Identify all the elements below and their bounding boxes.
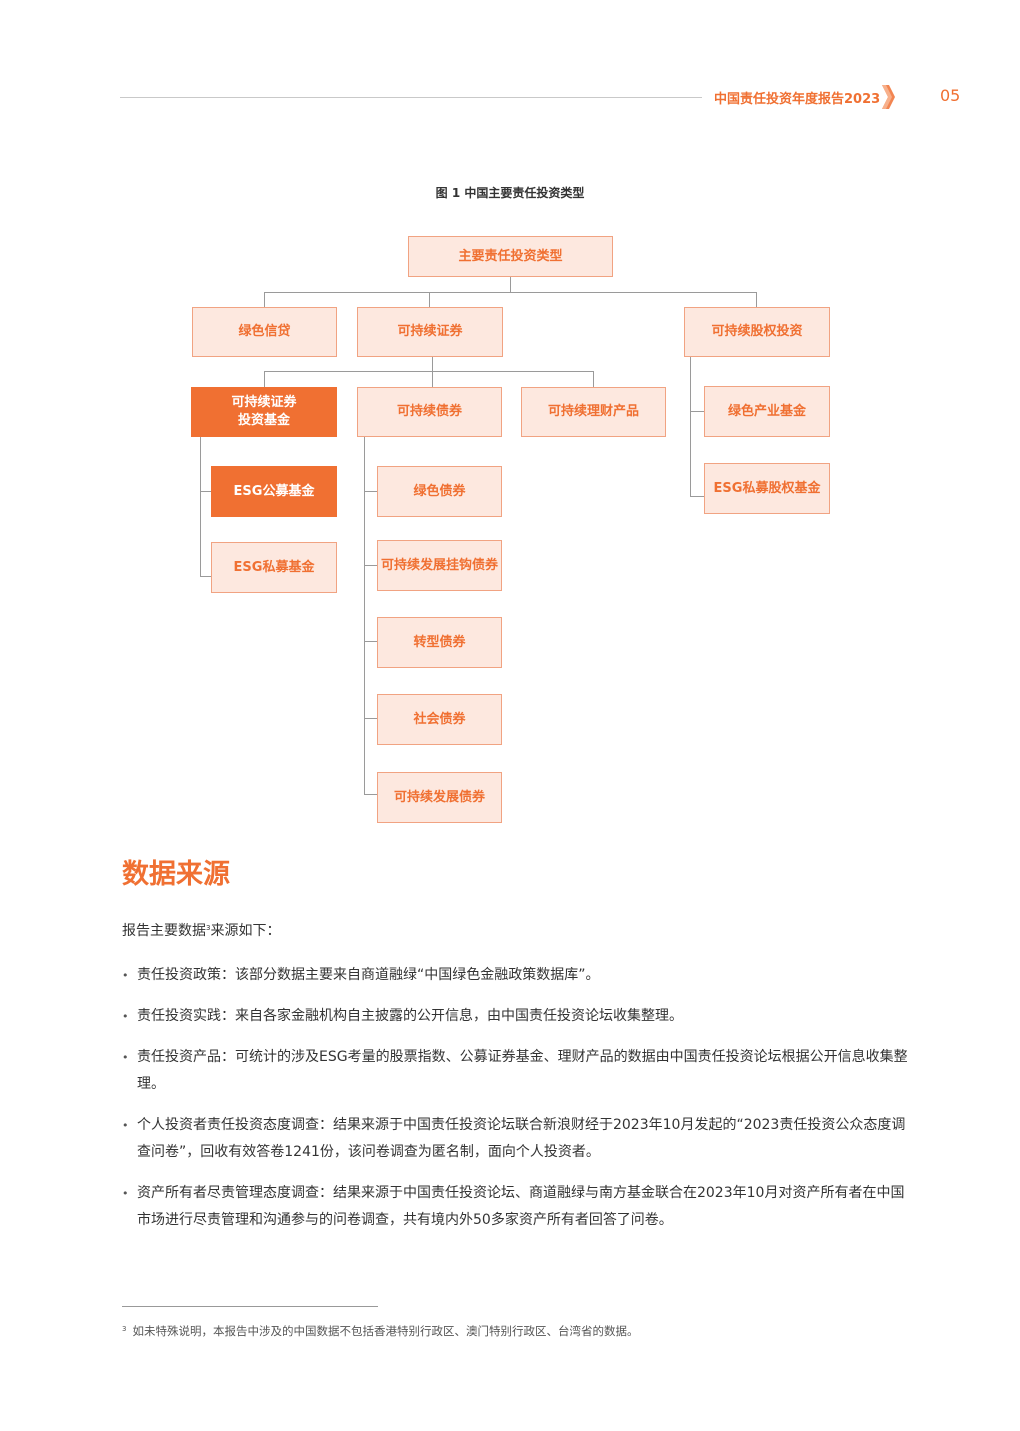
chevron-right-icon <box>882 85 895 109</box>
connector <box>264 371 594 372</box>
list-item: 个人投资者责任投资态度调查：结果来源于中国责任投资论坛联合新浪财经于2023年1… <box>122 1112 912 1166</box>
list-item: 责任投资政策：该部分数据主要来自商道融绿“中国绿色金融政策数据库”。 <box>122 962 912 989</box>
node-root: 主要责任投资类型 <box>408 236 613 277</box>
connector <box>364 794 377 795</box>
header-rule <box>120 97 702 98</box>
connector <box>510 277 511 292</box>
connector <box>429 292 430 307</box>
footnote-ref[interactable]: 3 <box>206 924 211 932</box>
node-sdg-bond: 可持续发展债券 <box>377 772 502 823</box>
connector <box>690 357 691 496</box>
connector <box>264 292 265 307</box>
list-item: 责任投资实践：来自各家金融机构自主披露的公开信息，由中国责任投资论坛收集整理。 <box>122 1003 912 1030</box>
section-title: 数据来源 <box>122 859 230 890</box>
data-source-list: 责任投资政策：该部分数据主要来自商道融绿“中国绿色金融政策数据库”。 责任投资实… <box>122 962 912 1248</box>
connector <box>364 491 377 492</box>
connector <box>593 371 594 387</box>
list-item: 责任投资产品：可统计的涉及ESG考量的股票指数、公募证券基金、理财产品的数据由中… <box>122 1044 912 1098</box>
section-intro: 报告主要数据3来源如下： <box>122 923 281 939</box>
page-number: 05 <box>940 86 961 105</box>
connector <box>264 292 757 293</box>
node-green-credit: 绿色信贷 <box>192 307 337 357</box>
connector <box>264 371 265 387</box>
connector <box>200 491 212 492</box>
list-item: 资产所有者尽责管理态度调查：结果来源于中国责任投资论坛、商道融绿与南方基金联合在… <box>122 1180 912 1234</box>
figure-title: 图 1 中国主要责任投资类型 <box>435 186 585 200</box>
connector <box>432 357 433 371</box>
connector <box>364 437 365 794</box>
node-transition-bond: 转型债券 <box>377 617 502 668</box>
node-sustainable-bond: 可持续债券 <box>357 387 502 437</box>
node-wealth-product: 可持续理财产品 <box>521 387 666 437</box>
connector <box>756 292 757 307</box>
report-title: 中国责任投资年度报告2023 <box>714 92 881 107</box>
connector <box>364 718 377 719</box>
node-green-industry-fund: 绿色产业基金 <box>704 386 830 437</box>
node-securities-fund: 可持续证券 投资基金 <box>191 387 337 437</box>
connector <box>364 641 377 642</box>
node-esg-private-fund: ESG私募基金 <box>211 542 337 593</box>
footnote-rule <box>122 1306 378 1307</box>
connector <box>432 371 433 387</box>
node-sustainable-equity: 可持续股权投资 <box>684 307 830 357</box>
node-green-bond: 绿色债券 <box>377 466 502 517</box>
node-sll-bond: 可持续发展挂钩债券 <box>377 540 502 591</box>
node-esg-pe-fund: ESG私募股权基金 <box>704 463 830 514</box>
connector <box>200 437 201 576</box>
connector <box>200 576 212 577</box>
node-esg-public-fund: ESG公募基金 <box>211 466 337 517</box>
connector <box>364 565 377 566</box>
connector <box>690 411 704 412</box>
node-sustainable-securities: 可持续证券 <box>357 307 503 357</box>
node-social-bond: 社会债券 <box>377 694 502 745</box>
connector <box>690 496 704 497</box>
